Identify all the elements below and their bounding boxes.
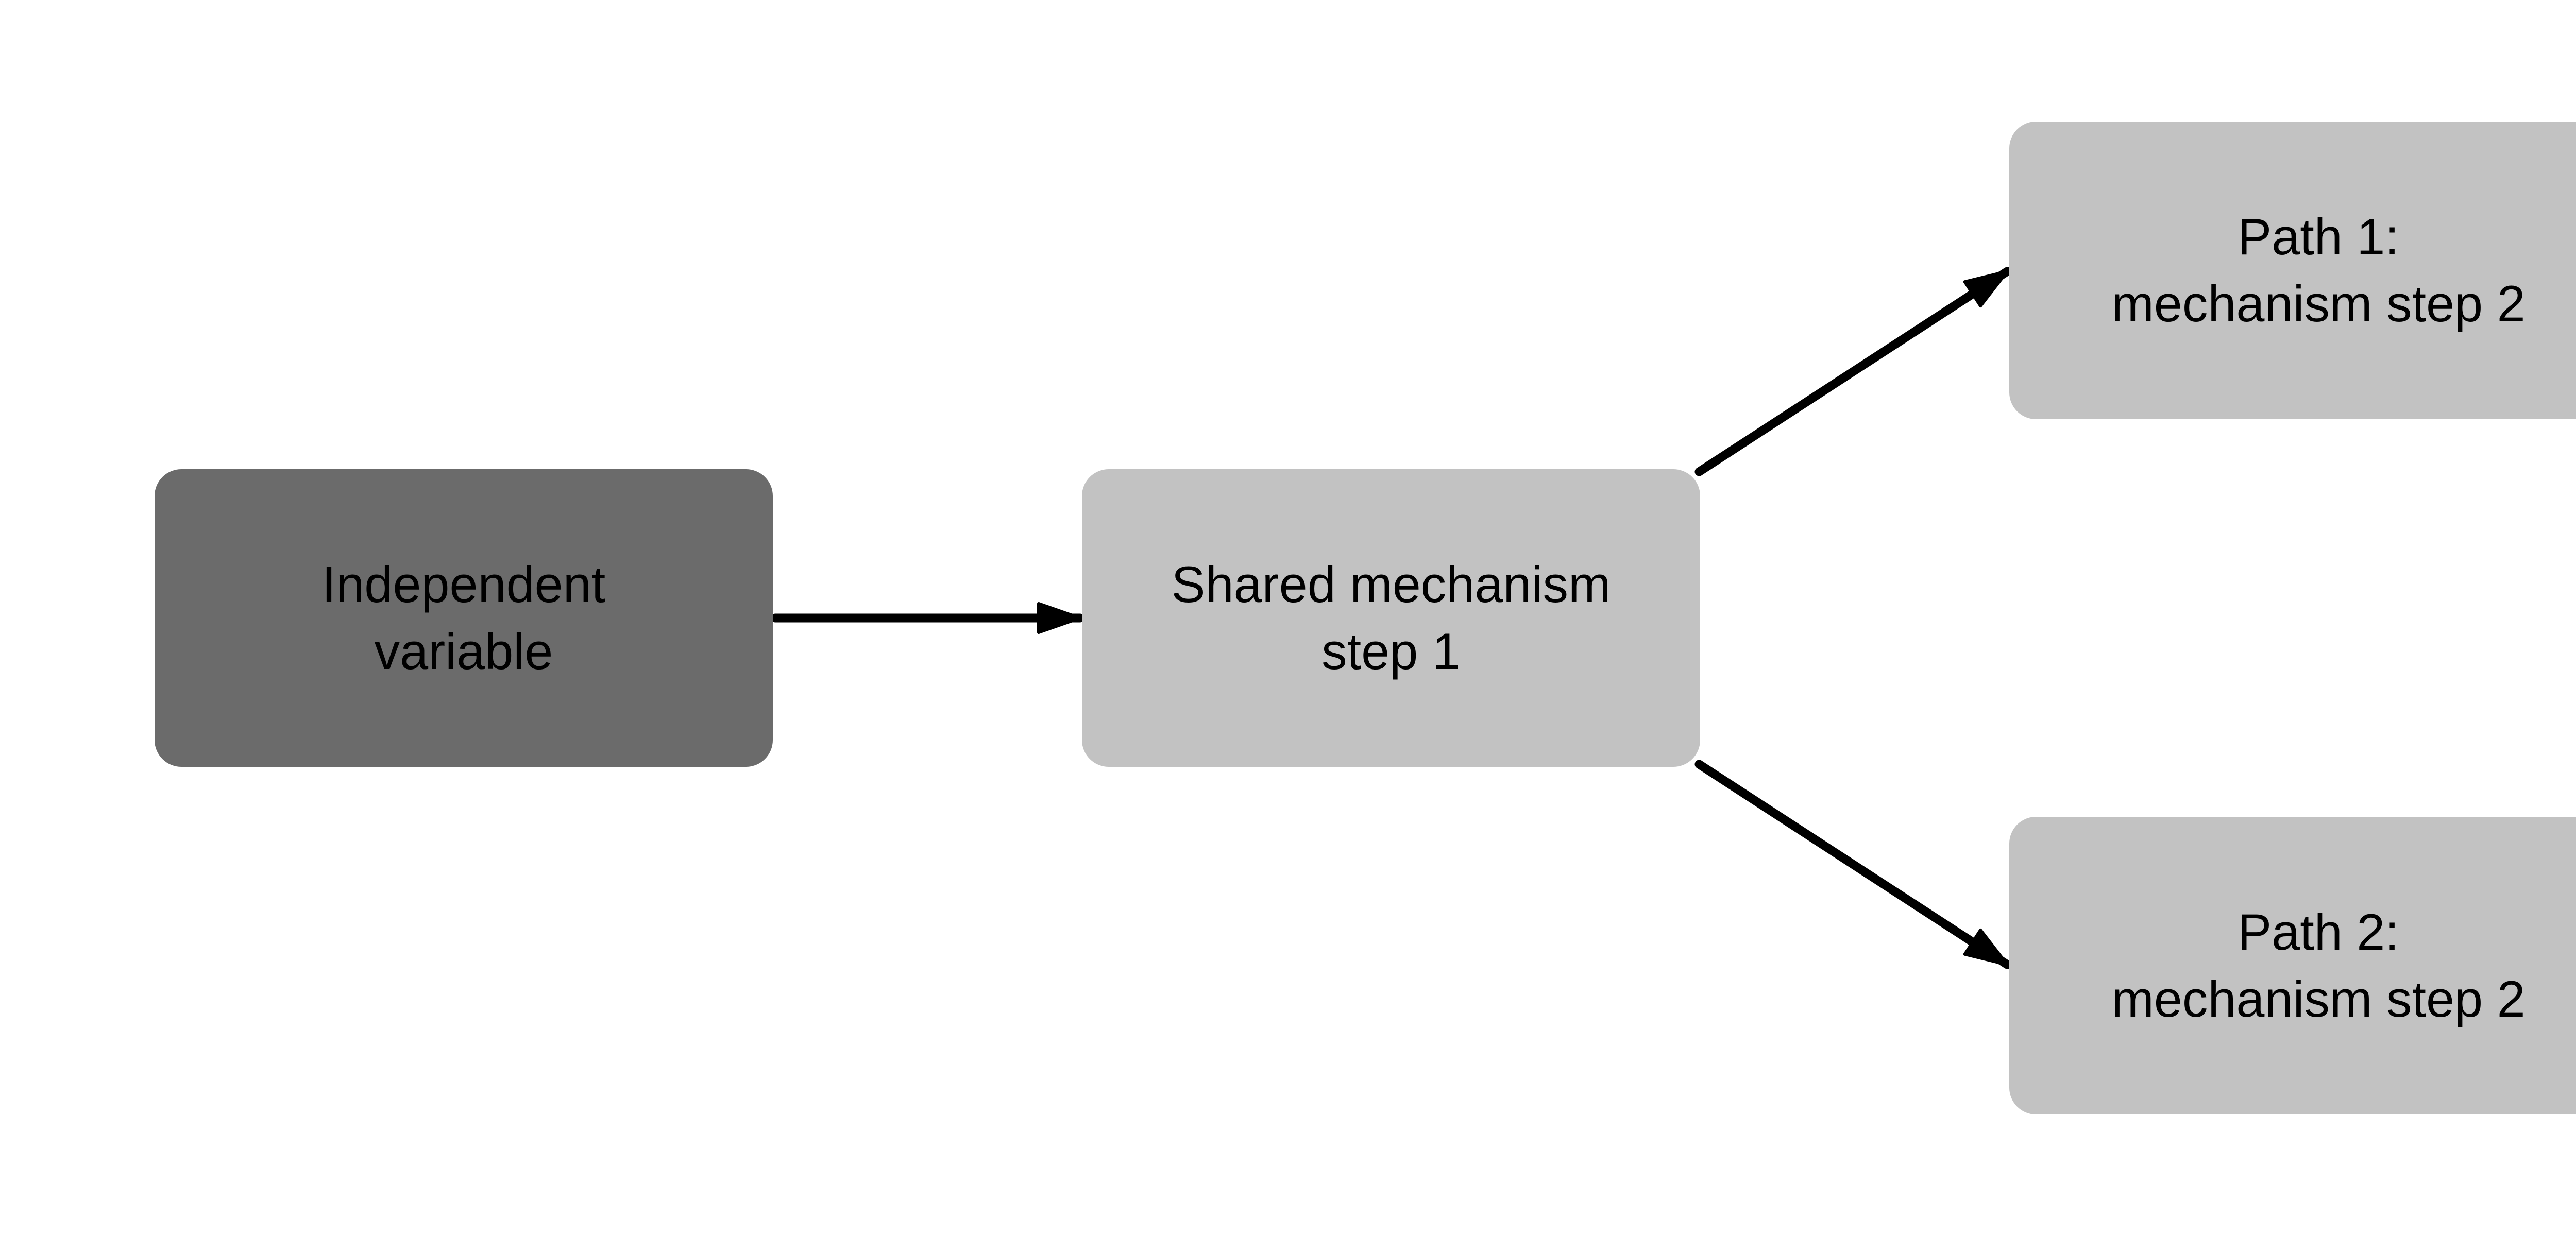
node-label: Shared mechanism step 1 (1172, 551, 1611, 685)
label-line: Path 1: (2238, 208, 2399, 265)
node-shared-mechanism-step-1: Shared mechanism step 1 (1082, 469, 1700, 767)
label-line: variable (374, 623, 553, 680)
node-label: Independent variable (322, 551, 606, 685)
label-line: mechanism step 2 (2111, 275, 2526, 332)
label-line: step 1 (1321, 623, 1461, 680)
label-line: Path 2: (2238, 903, 2399, 960)
label-line: Independent (321, 556, 606, 613)
arrow-shared-to-path1 (1694, 267, 2012, 476)
arrow-shared-to-path2 (1694, 760, 2012, 969)
node-independent-variable: Independent variable (155, 469, 773, 767)
node-label: Path 1: mechanism step 2 (2111, 203, 2525, 337)
node-path-1-mechanism-step-2: Path 1: mechanism step 2 (2009, 122, 2576, 419)
label-line: Shared mechanism (1171, 556, 1611, 613)
label-line: mechanism step 2 (2111, 970, 2526, 1027)
node-label: Path 2: mechanism step 2 (2111, 899, 2525, 1033)
node-path-2-mechanism-step-2: Path 2: mechanism step 2 (2009, 817, 2576, 1114)
